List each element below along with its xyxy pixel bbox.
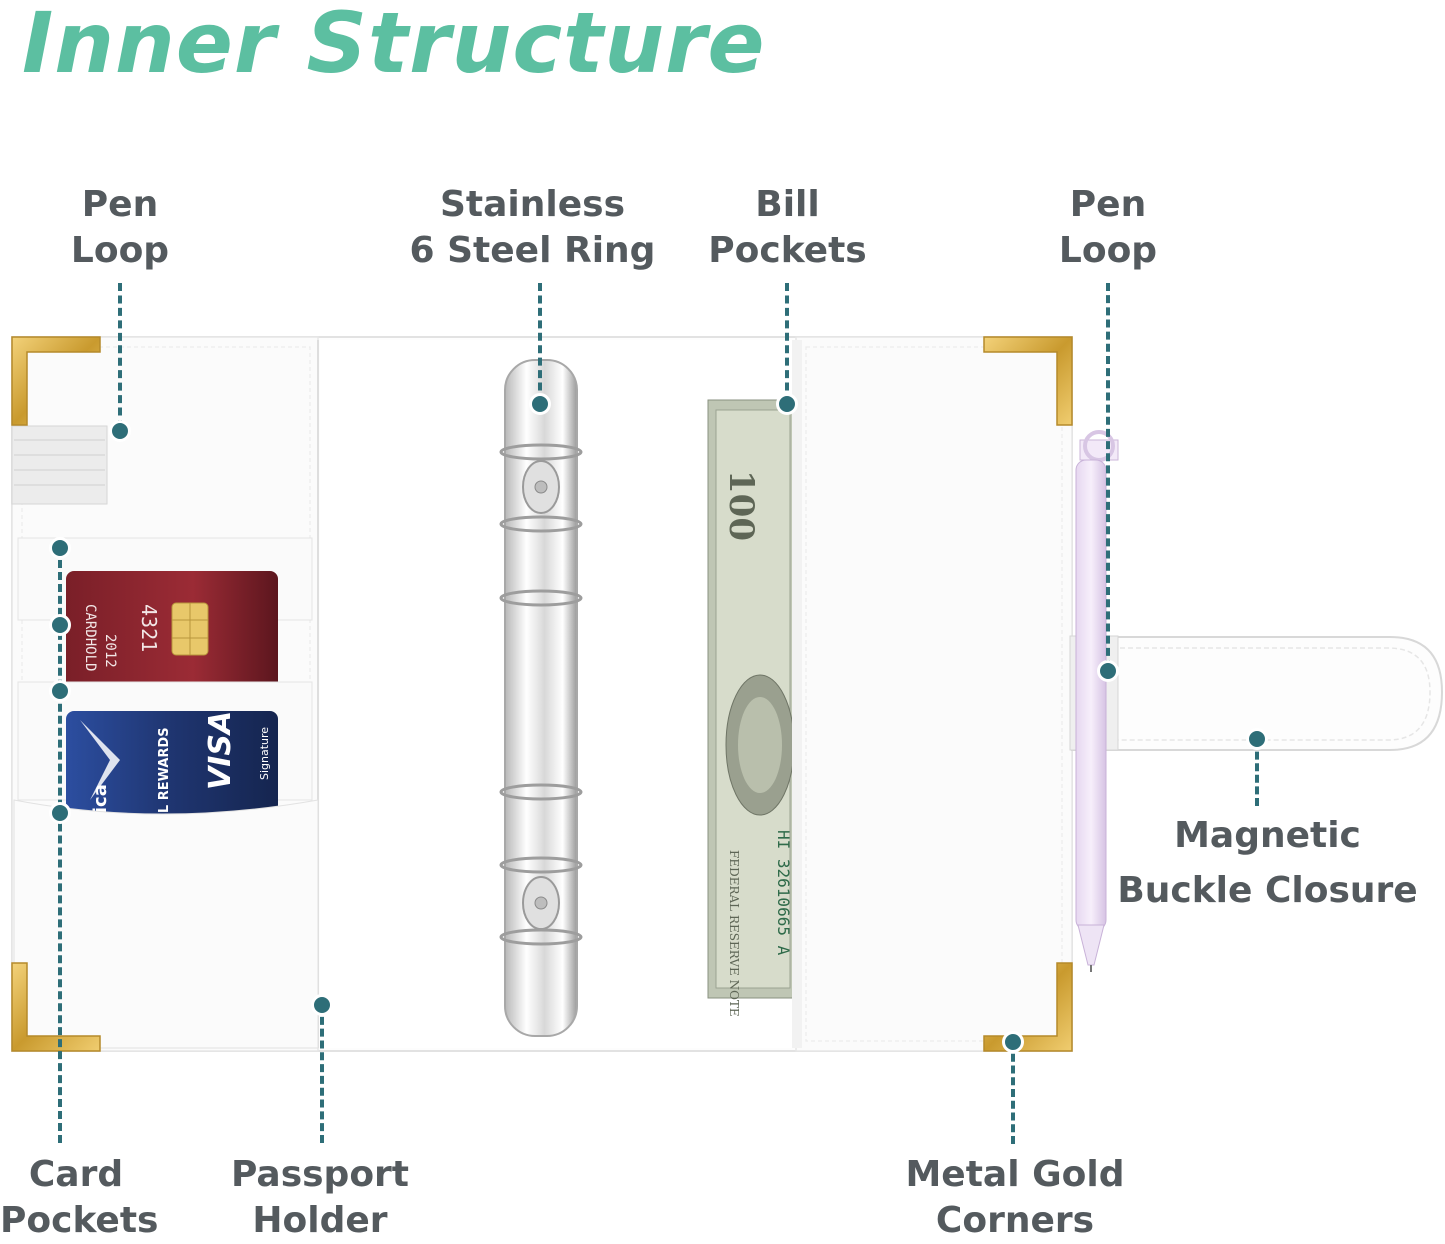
callout-dot-card-pockets-4: [49, 802, 71, 824]
label-pen-loop-left: Pen Loop: [70, 184, 170, 271]
callout-dot-pen-loop-left: [109, 420, 131, 442]
callout-dot-magnetic-buckle: [1246, 728, 1268, 750]
label-card-pockets: Card Pockets: [0, 1154, 159, 1241]
callout-line-pen-loop-right: [1106, 283, 1110, 668]
bill-denomination-top: 100: [721, 470, 761, 541]
red-card-year: 2012: [102, 634, 118, 668]
page-title: Inner Structure: [22, 0, 766, 92]
bill: 100 FEDERAL RESERVE NOTE HI 32610665 A: [707, 399, 797, 1017]
bill-pocket: [792, 340, 802, 1048]
label-gold-corners: Metal Gold Corners: [905, 1154, 1125, 1241]
bill-fed-text: FEDERAL RESERVE NOTE: [727, 850, 741, 1017]
right-panel: [795, 336, 1073, 1052]
callout-line-bill-pockets: [785, 283, 789, 403]
card-rewards: EL REWARDS: [157, 727, 172, 822]
callout-dot-card-pockets-1: [49, 537, 71, 559]
label-bill-pockets: Bill Pockets: [708, 184, 867, 271]
magnetic-buckle: [1071, 636, 1444, 751]
red-card: 4321 2012 CARDHOLD: [66, 571, 278, 701]
label-passport-holder: Passport Holder: [230, 1154, 410, 1241]
visa-text: VISA: [203, 711, 238, 790]
callout-line-gold-corners: [1011, 1042, 1015, 1144]
callout-line-magnetic-buckle: [1255, 740, 1259, 806]
callout-dot-card-pockets-2: [49, 614, 71, 636]
callout-line-passport-holder: [320, 1005, 324, 1143]
callout-dot-gold-corners: [1002, 1031, 1024, 1053]
red-card-holder: CARDHOLD: [82, 604, 98, 671]
blue-card: VISA Signature EL REWARDS rica: [66, 711, 278, 841]
label-magnetic-buckle: Magnetic Buckle Closure: [1117, 815, 1418, 911]
label-steel-ring: Stainless 6 Steel Ring: [409, 184, 656, 271]
callout-line-steel-ring: [538, 283, 542, 403]
bill-serial: HI 32610665 A: [774, 830, 793, 956]
visa-signature: Signature: [258, 727, 271, 780]
red-card-number: 4321: [137, 604, 161, 652]
callout-dot-steel-ring: [529, 393, 551, 415]
callout-dot-card-pockets-3: [49, 680, 71, 702]
ring-mechanism: [499, 359, 583, 1037]
pen: [1075, 430, 1119, 972]
gold-corners: [11, 336, 1073, 1052]
callout-line-card-pockets: [58, 548, 62, 1143]
callout-dot-pen-loop-right: [1097, 660, 1119, 682]
callout-dot-bill-pockets: [776, 393, 798, 415]
left-pen-loop: [11, 425, 108, 505]
label-pen-loop-right: Pen Loop: [1058, 184, 1158, 271]
callout-line-pen-loop-left: [118, 283, 122, 428]
callout-dot-passport-holder: [311, 994, 333, 1016]
